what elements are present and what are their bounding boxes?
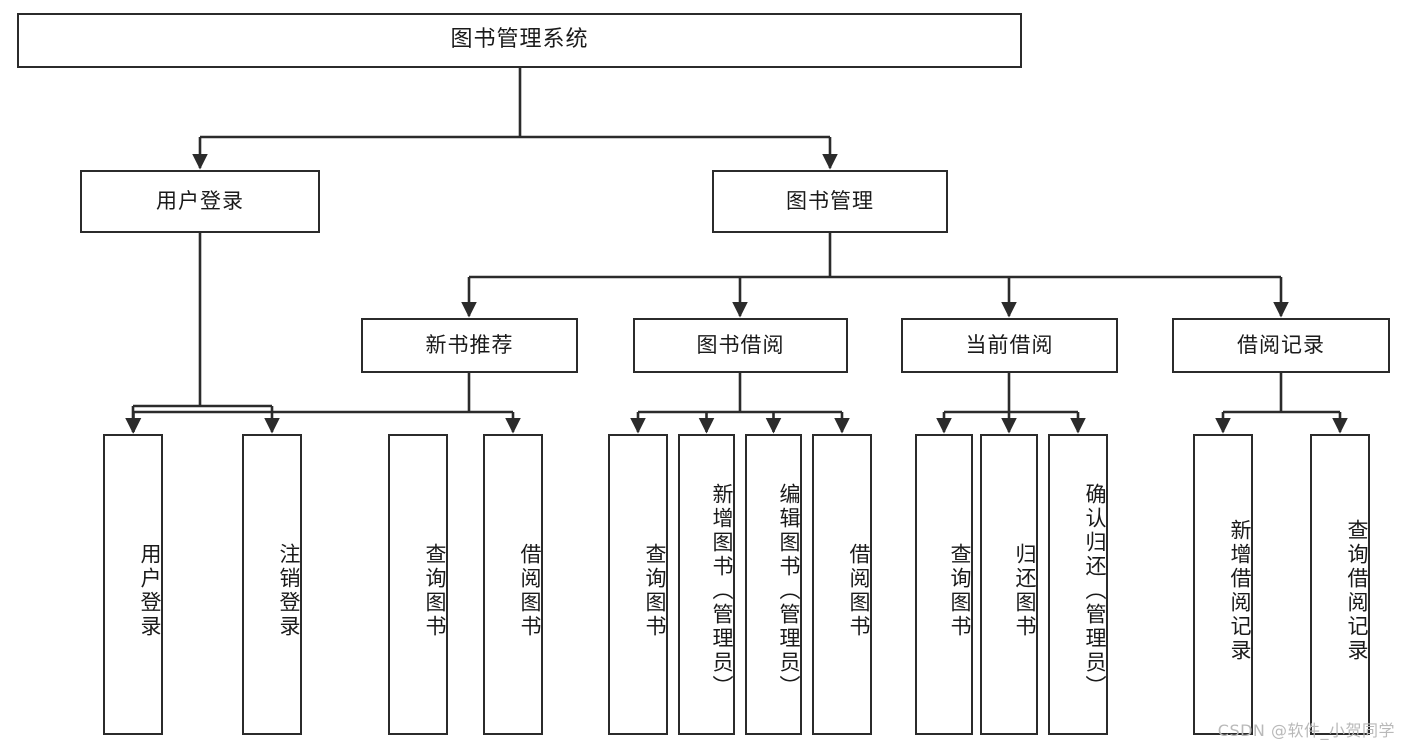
node-book-manage-label: 图书管理	[786, 188, 874, 213]
node-leaf-query-book-rec-label: 查询图书	[423, 542, 447, 639]
node-new-book-recommend-label: 新书推荐	[425, 332, 514, 357]
connector-lines	[125, 68, 1348, 434]
node-leaf-borrow-book[interactable]: 借阅图书	[812, 434, 872, 735]
node-leaf-query-book-borrow[interactable]: 查询图书	[608, 434, 668, 735]
node-leaf-add-record[interactable]: 新增借阅记录	[1193, 434, 1253, 735]
node-borrow-record-label: 借阅记录	[1237, 332, 1325, 357]
node-leaf-logout[interactable]: 注销登录	[242, 434, 302, 735]
node-leaf-query-book-borrow-label: 查询图书	[643, 542, 667, 639]
node-root-label: 图书管理系统	[450, 27, 589, 53]
node-leaf-return-book[interactable]: 归还图书	[980, 434, 1038, 735]
node-user-login[interactable]: 用户登录	[80, 170, 320, 233]
node-leaf-borrow-book-label: 借阅图书	[847, 542, 871, 639]
node-borrow-record[interactable]: 借阅记录	[1172, 318, 1390, 373]
node-leaf-return-book-label: 归还图书	[1013, 542, 1037, 639]
node-book-borrow[interactable]: 图书借阅	[633, 318, 848, 373]
node-leaf-add-book-label: 新增图书（管理员）	[710, 482, 734, 699]
node-current-borrow[interactable]: 当前借阅	[901, 318, 1118, 373]
node-leaf-user-login[interactable]: 用户登录	[103, 434, 163, 735]
node-root[interactable]: 图书管理系统	[17, 13, 1022, 68]
node-leaf-add-book[interactable]: 新增图书（管理员）	[678, 434, 735, 735]
node-leaf-borrow-book-rec-label: 借阅图书	[518, 542, 542, 639]
node-leaf-edit-book[interactable]: 编辑图书（管理员）	[745, 434, 802, 735]
node-book-manage[interactable]: 图书管理	[712, 170, 948, 233]
node-leaf-logout-label: 注销登录	[277, 542, 301, 639]
node-leaf-add-record-label: 新增借阅记录	[1228, 518, 1252, 663]
node-leaf-confirm-return-label: 确认归还（管理员）	[1083, 482, 1107, 699]
node-leaf-borrow-book-rec[interactable]: 借阅图书	[483, 434, 543, 735]
node-leaf-query-record[interactable]: 查询借阅记录	[1310, 434, 1370, 735]
node-leaf-edit-book-label: 编辑图书（管理员）	[777, 482, 801, 699]
node-leaf-query-book-cur-label: 查询图书	[948, 542, 972, 639]
node-book-borrow-label: 图书借阅	[696, 332, 785, 357]
node-current-borrow-label: 当前借阅	[965, 332, 1054, 357]
node-user-login-label: 用户登录	[156, 188, 244, 213]
node-new-book-recommend[interactable]: 新书推荐	[361, 318, 578, 373]
node-leaf-query-book-rec[interactable]: 查询图书	[388, 434, 448, 735]
node-leaf-query-book-cur[interactable]: 查询图书	[915, 434, 973, 735]
node-leaf-query-record-label: 查询借阅记录	[1345, 518, 1369, 663]
node-leaf-user-login-label: 用户登录	[138, 542, 162, 639]
node-leaf-confirm-return[interactable]: 确认归还（管理员）	[1048, 434, 1108, 735]
